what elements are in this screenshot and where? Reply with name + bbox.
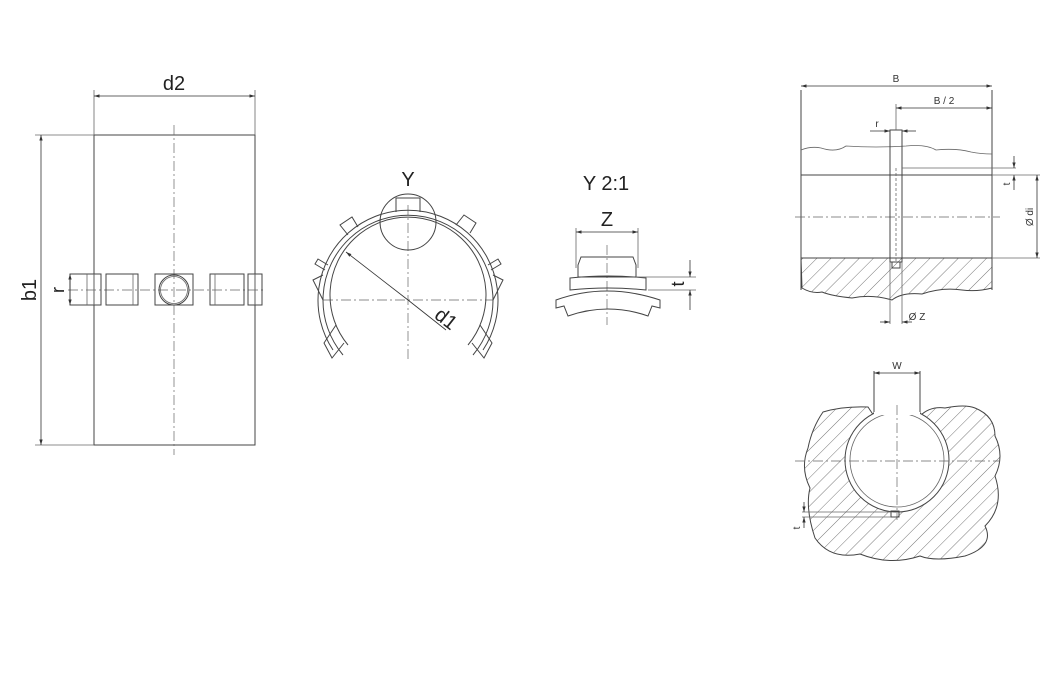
detail-view: Y 2:1 Z t — [555, 173, 696, 325]
dim-t3-label: t — [792, 526, 803, 529]
dim-b-label: B — [893, 74, 900, 85]
front-view: d2 b1 r — [19, 73, 265, 455]
dim-t-label: t — [668, 281, 688, 286]
dim-d1-label: d1 — [430, 304, 461, 335]
dim-z-label: Z — [601, 209, 613, 231]
slot-row — [69, 273, 263, 306]
dim-b-half-label: B / 2 — [934, 96, 955, 107]
housing-side-view: B B / 2 r t Ø di Ø Z — [795, 74, 1040, 324]
dim-r2-label: r — [875, 119, 879, 130]
dim-w-label: W — [892, 361, 902, 372]
pin-hole — [158, 274, 190, 306]
dim-b1-label: b1 — [19, 279, 41, 301]
detail-marker-label: Y — [401, 169, 414, 191]
dim-r-label: r — [48, 287, 68, 293]
section-view: Y d1 — [312, 169, 504, 360]
dim-z2-label: Ø Z — [909, 312, 926, 323]
dim-d2-label: d2 — [163, 73, 185, 95]
detail-circle — [379, 193, 437, 251]
dim-di-label: Ø di — [1025, 208, 1036, 226]
dim-t2-label: t — [1002, 182, 1013, 185]
housing-section-view: W t — [792, 361, 1001, 561]
detail-title: Y 2:1 — [583, 173, 629, 195]
